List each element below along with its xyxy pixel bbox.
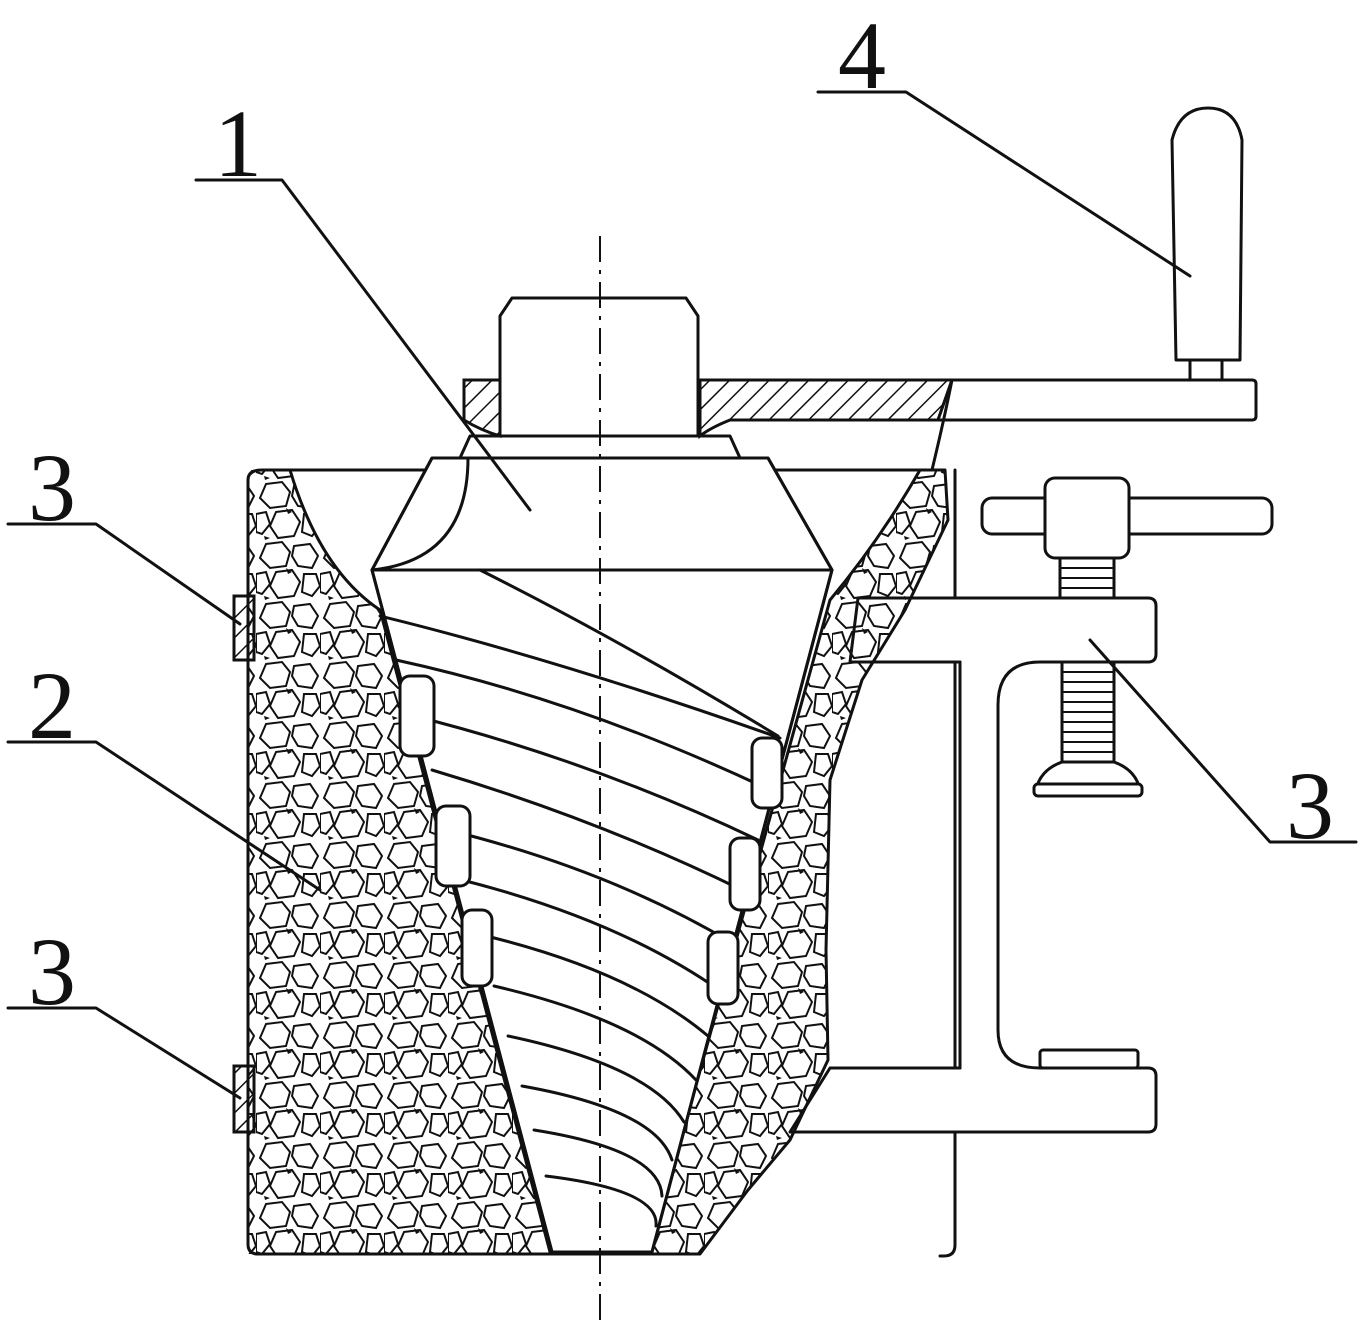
clamp-pad (1038, 1048, 1140, 1070)
side-clip-upper (232, 594, 256, 662)
label-part-1: 1 (214, 90, 262, 197)
c-clamp (788, 468, 1158, 1258)
label-part-4: 4 (838, 2, 886, 109)
clamp-screw[interactable] (980, 476, 1274, 798)
crank-handle[interactable] (462, 106, 1258, 472)
side-clip-lower (232, 1064, 256, 1134)
label-part-3-upper-left: 3 (28, 434, 76, 541)
thread-crests (398, 674, 784, 1006)
top-nut (458, 296, 742, 460)
label-part-3-lower-left: 3 (28, 918, 76, 1025)
thread-lines (378, 568, 782, 1228)
leader-lines (6, 90, 1358, 1100)
label-part-3-right: 3 (1286, 752, 1334, 859)
label-part-2: 2 (28, 652, 76, 759)
